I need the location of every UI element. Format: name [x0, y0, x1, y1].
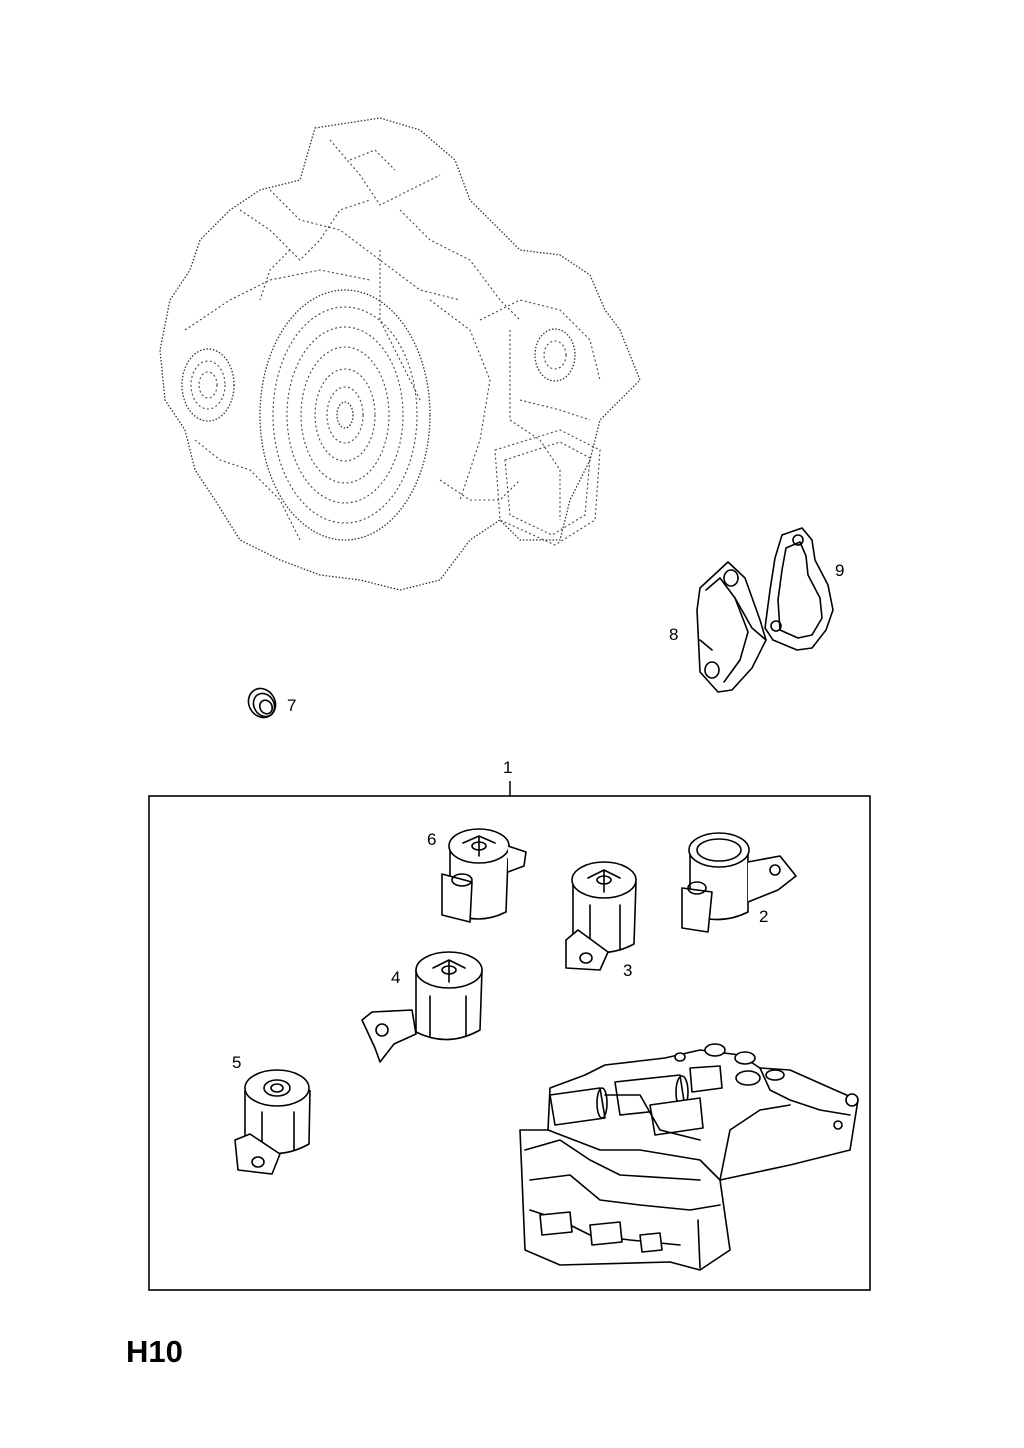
callout-1: 1 — [503, 758, 512, 777]
solenoid-5-part — [234, 1069, 311, 1175]
callout-7: 7 — [287, 696, 296, 715]
valve-body-part — [519, 1043, 859, 1271]
solenoid-6-part — [441, 828, 527, 923]
solenoid-2-part — [681, 832, 797, 933]
callout-5: 5 — [232, 1053, 241, 1072]
callout-4: 4 — [391, 968, 400, 987]
solenoid-4-part — [361, 951, 483, 1063]
gasket-part — [764, 527, 834, 651]
solenoid-3-part — [565, 861, 637, 971]
kit-frame — [148, 781, 871, 1291]
callout-9: 9 — [835, 561, 844, 580]
callout-2: 2 — [759, 907, 768, 926]
side-boss — [534, 328, 576, 382]
torque-converter-rings — [259, 289, 431, 541]
transmission-assembly-illustration — [159, 117, 641, 591]
callout-3: 3 — [623, 961, 632, 980]
filter-cover-part — [696, 561, 767, 693]
diagram-code: H10 — [126, 1334, 183, 1369]
callout-6: 6 — [427, 830, 436, 849]
output-flange — [181, 348, 235, 422]
seal-ring-part — [247, 687, 277, 719]
callout-8: 8 — [669, 625, 678, 644]
